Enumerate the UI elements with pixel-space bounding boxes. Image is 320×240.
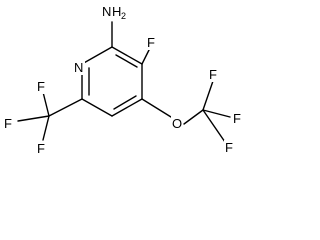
bond-c5-c6 [81,98,113,117]
chemical-structure-diagram: N H 2 N F O F F F F F F [3,1,243,156]
bond-c4-c5-double [113,95,137,110]
bond-cf3-f-top-left [42,91,50,117]
cf3-fluorine-left-label: F [4,116,12,131]
bond-cf3-f-bottom [202,109,226,143]
cf3-fluorine-top-label: F [37,79,45,94]
bond-n1-c2 [81,46,113,65]
bond-o-cf3 [183,109,204,125]
amine-nitrogen-label: N [102,4,111,19]
bond-c4-c5 [111,98,143,117]
bond-c2-c3-double [115,54,138,68]
pyridine-ring [81,46,143,117]
ocf3-fluorine-right-label: F [233,111,241,126]
ocf3-fluorine-bottom-label: F [225,140,233,155]
bond-cf3-f-bottom-left [42,115,50,141]
bond-cf3-f-right [202,109,231,118]
bond-cf3-f-top [202,80,214,111]
bond-c4-o [141,98,172,118]
cf3-fluorine-bottom-label: F [37,141,45,156]
amine-hydrogen-count-label: 2 [121,11,126,21]
ring-nitrogen-label: N [74,60,83,75]
bond-c2-c3 [111,46,143,65]
bond-c3-f [141,47,151,65]
ether-oxygen-label: O [172,116,182,131]
ocf3-fluorine-top-label: F [209,67,217,82]
atom-labels: N H 2 N F O F F F F F F [3,1,243,156]
ring-fluorine-label: F [147,35,155,50]
substituent-bonds [17,21,231,143]
bond-c6-cf3 [48,98,83,117]
bond-cf3-f-left [17,115,50,122]
amine-hydrogen-label: H [112,4,121,19]
